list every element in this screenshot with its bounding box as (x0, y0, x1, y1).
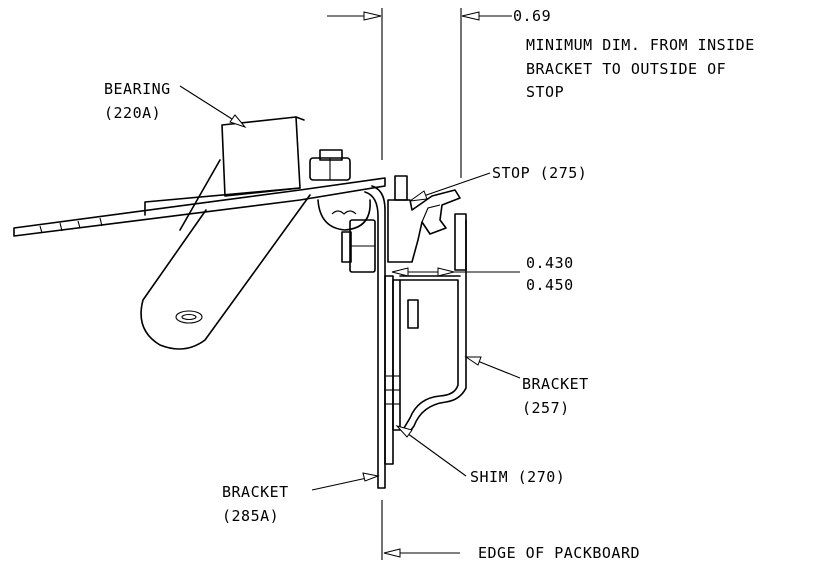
shim-stack (384, 275, 419, 465)
label-dim-note-2: BRACKET TO OUTSIDE OF (526, 60, 726, 78)
label-bracket-257: BRACKET (522, 375, 589, 393)
side-bolt (341, 219, 376, 273)
label-bearing-ref: (220A) (104, 104, 161, 122)
label-dim-note-1: MINIMUM DIM. FROM INSIDE (526, 36, 755, 54)
frame-tube (140, 159, 311, 350)
bracket-285a (364, 185, 386, 489)
label-edge-packboard: EDGE OF PACKBOARD (478, 544, 640, 562)
label-dim-0450: 0.450 (526, 276, 574, 294)
label-bracket-285a-ref: (285A) (222, 507, 279, 525)
leaders (179, 85, 521, 560)
label-bracket-257-ref: (257) (522, 399, 570, 417)
label-dim-note-3: STOP (526, 83, 564, 101)
packboard-arm (13, 177, 386, 237)
label-bearing: BEARING (104, 80, 171, 98)
label-dim-0430: 0.430 (526, 254, 574, 272)
label-stop: STOP (275) (492, 164, 587, 182)
top-nut (309, 149, 351, 181)
round-knob (317, 199, 371, 231)
label-bracket-285a: BRACKET (222, 483, 289, 501)
dimension-0430 (391, 267, 520, 277)
label-shim: SHIM (270) (470, 468, 565, 486)
dimension-069 (327, 8, 512, 178)
stop-part (387, 175, 461, 263)
bracket-257 (399, 213, 467, 435)
label-dim-069: 0.69 (513, 7, 551, 25)
bearing-block (221, 116, 305, 197)
